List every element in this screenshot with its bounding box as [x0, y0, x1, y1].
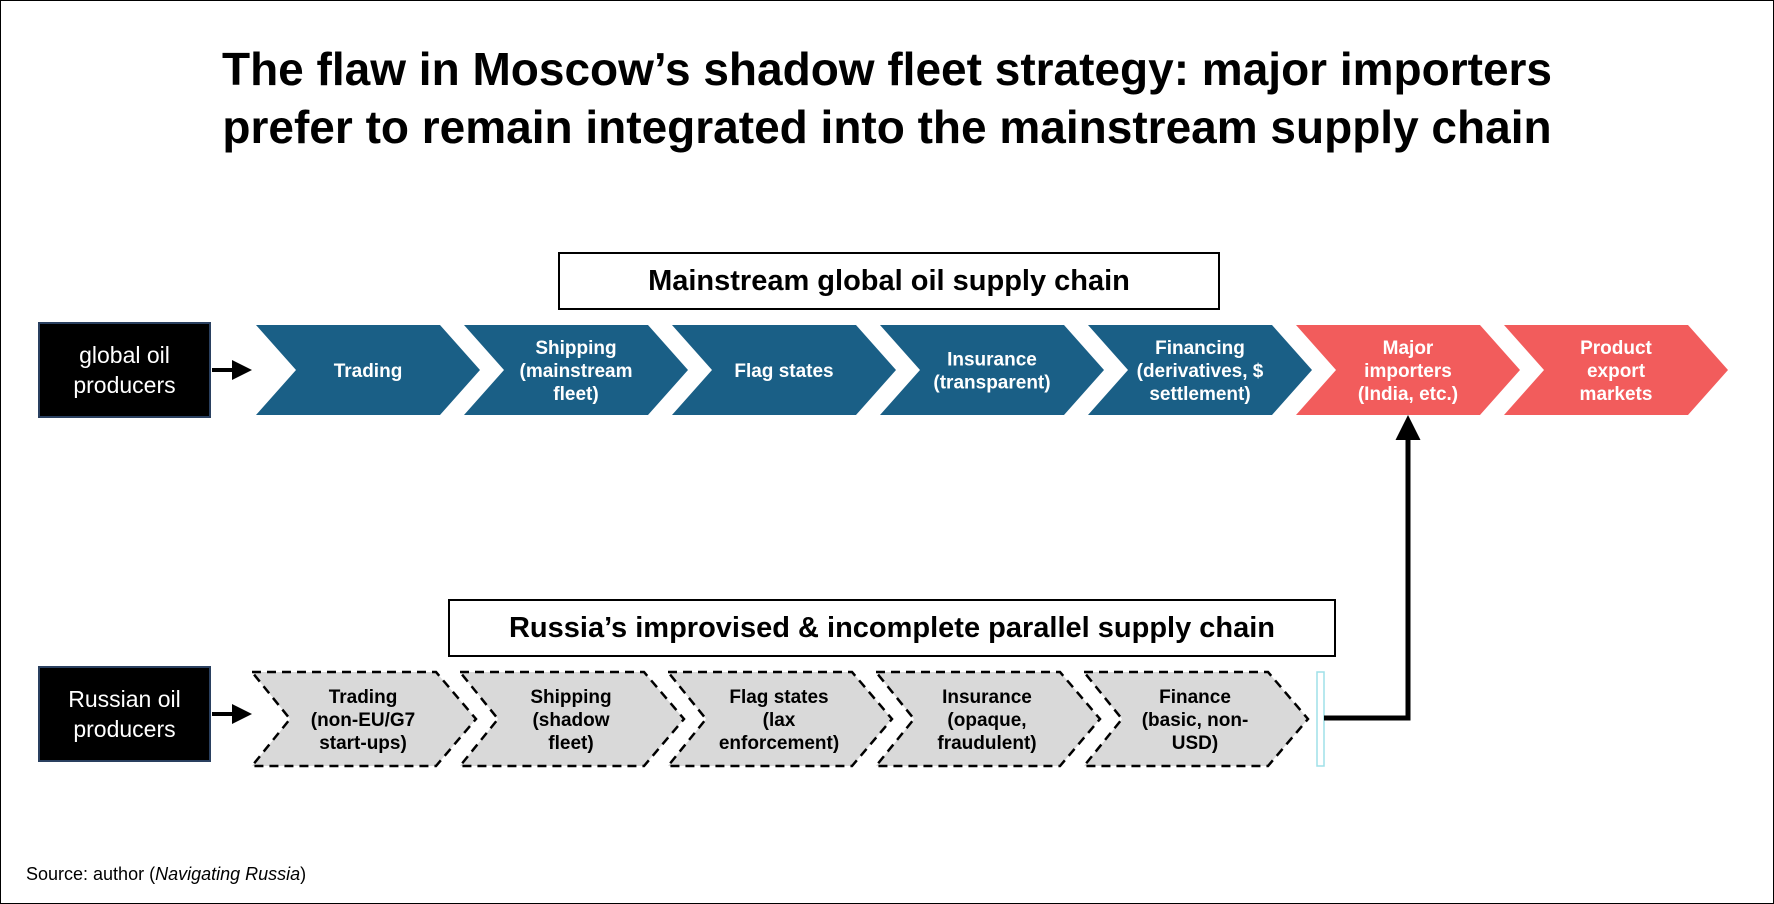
parallel-step-insurance-label-2: (opaque,: [947, 710, 1026, 731]
mainstream-step-financing-label-3: settlement): [1149, 384, 1250, 405]
mainstream-step-insurance-chevron: [880, 325, 1104, 415]
parallel-step-flag-states-chevron: [665, 670, 894, 768]
parallel-step-insurance: Insurance(opaque,fraudulent): [873, 670, 1102, 768]
russian-producers-line-2: producers: [73, 716, 176, 742]
parallel-to-importers-connector: [1324, 415, 1421, 721]
mainstream-step-financing-label-1: Financing: [1155, 338, 1245, 359]
mainstream-step-insurance: Insurance(transparent): [880, 325, 1104, 415]
parallel-step-finance-label-3: USD): [1172, 733, 1218, 754]
mainstream-step-trading-chevron: [256, 325, 480, 415]
parallel-step-shipping-label-3: fleet): [548, 733, 593, 754]
mainstream-step-insurance-label-1: Insurance: [947, 350, 1037, 371]
figure-title: The flaw in Moscow’s shadow fleet strate…: [40, 40, 1734, 156]
parallel-step-shipping-label-1: Shipping: [530, 687, 611, 708]
mainstream-step-financing-chevron: [1088, 325, 1312, 415]
parallel-step-finance-label-1: Finance: [1159, 687, 1231, 708]
parallel-step-insurance-label-3: fraudulent): [937, 733, 1036, 754]
parallel-step-trading-label-2: (non-EU/G7: [311, 710, 416, 731]
parallel-chain-gap-marker: [1316, 671, 1325, 767]
parallel-step-finance-label-2: (basic, non-: [1142, 710, 1249, 731]
mainstream-step-product-chevron: [1504, 325, 1728, 415]
mainstream-step-trading-label-1: Trading: [334, 361, 403, 382]
parallel-step-trading-chevron: [249, 670, 478, 768]
mainstream-step-insurance-label-2: (transparent): [933, 373, 1050, 394]
parallel-step-finance: Finance(basic, non-USD): [1081, 670, 1310, 768]
mainstream-step-financing: Financing(derivatives, $settlement): [1088, 325, 1312, 415]
russian-producers-line-1: Russian oil: [68, 686, 181, 712]
mainstream-step-shipping-chevron: [464, 325, 688, 415]
mainstream-step-major-label-2: importers: [1364, 361, 1452, 382]
source-prefix: Source: author (: [26, 864, 156, 884]
parallel-step-shipping-chevron: [457, 670, 686, 768]
parallel-step-flag-states-label-3: enforcement): [719, 733, 839, 754]
parallel-step-trading-label-1: Trading: [329, 687, 398, 708]
title-line-2: prefer to remain integrated into the mai…: [222, 101, 1552, 153]
parallel-step-flag-states-label-1: Flag states: [729, 687, 828, 708]
mainstream-step-flag-states: Flag states: [672, 325, 896, 415]
source-suffix: ): [300, 864, 307, 884]
parallel-step-insurance-chevron: [873, 670, 1102, 768]
parallel-step-flag-states-label-2: (lax: [763, 710, 796, 731]
mainstream-chain-label: Mainstream global oil supply chain: [558, 252, 1220, 310]
global-producers-line-2: producers: [73, 372, 176, 398]
title-line-1: The flaw in Moscow’s shadow fleet strate…: [221, 43, 1553, 95]
mainstream-step-product-label-3: markets: [1580, 384, 1653, 405]
mainstream-step-flag-states-label-1: Flag states: [734, 361, 833, 382]
mainstream-step-major-label-1: Major: [1383, 338, 1434, 359]
source-work-title: Navigating Russia: [155, 864, 301, 884]
parallel-step-shipping-label-2: (shadow: [532, 710, 609, 731]
parallel-chain-label: Russia’s improvised & incomplete paralle…: [448, 599, 1336, 657]
russian-oil-producers-box: Russian oil producers: [38, 666, 211, 762]
parallel-chain-steps: Trading(non-EU/G7start-ups)Shipping(shad…: [249, 670, 1310, 768]
mainstream-step-shipping-label-2: (mainstream: [520, 361, 633, 382]
parallel-step-insurance-label-1: Insurance: [942, 687, 1032, 708]
mainstream-step-shipping-label-3: fleet): [553, 384, 598, 405]
mainstream-step-flag-states-chevron: [672, 325, 896, 415]
mainstream-step-product-label-1: Product: [1580, 338, 1652, 359]
mainstream-step-major-label-3: (India, etc.): [1358, 384, 1458, 405]
mainstream-step-financing-label-2: (derivatives, $: [1137, 361, 1264, 382]
parallel-step-trading-label-3: start-ups): [319, 733, 407, 754]
mainstream-step-shipping-label-1: Shipping: [535, 338, 616, 359]
mainstream-step-trading: Trading: [256, 325, 480, 415]
mainstream-step-product-label-2: export: [1587, 361, 1646, 382]
global-producers-line-1: global oil: [79, 342, 170, 368]
source-note: Source: author (Navigating Russia): [26, 864, 306, 885]
mainstream-step-major-chevron: [1296, 325, 1520, 415]
parallel-step-finance-chevron: [1081, 670, 1310, 768]
global-oil-producers-box: global oil producers: [38, 322, 211, 418]
